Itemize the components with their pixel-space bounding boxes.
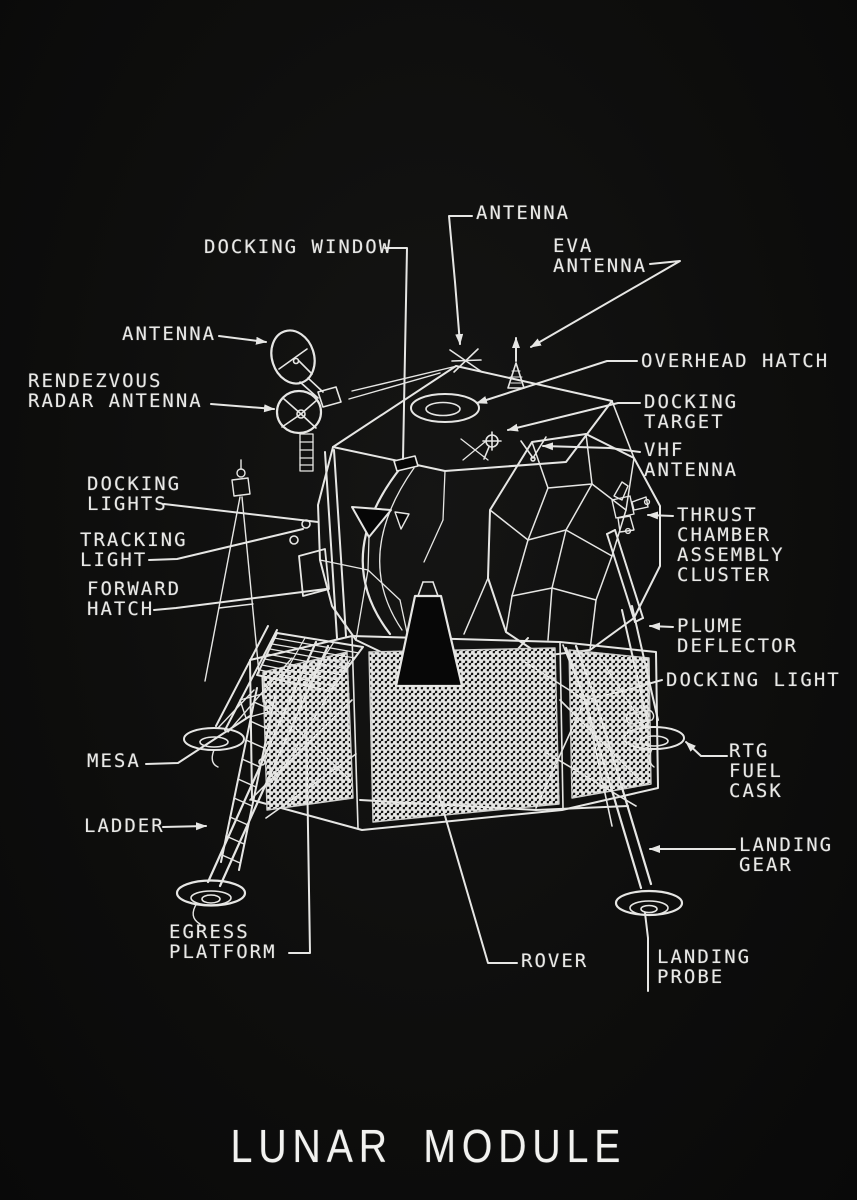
footpad-front-left [177,881,245,906]
triangular-window [352,507,391,537]
landing-gear-side-left [184,626,292,767]
leader-rtg-fuel-cask [686,742,727,756]
leader-docking-window [385,248,407,459]
footpad-front-right [616,891,682,915]
leader-overhead-hatch [477,361,637,403]
leader-forward-hatch [154,589,326,610]
leader-antenna-left [219,336,266,345]
tracking-light-fixture [290,536,298,544]
right-truss [360,645,628,826]
label-rover: ROVER [521,950,589,972]
label-vhf-antenna: VHF ANTENNA [644,439,739,481]
leader-docking-target [508,403,640,432]
rcs-thruster-cluster [612,482,649,533]
s-band-antenna [265,325,341,407]
leader-tracking-light [149,529,303,560]
label-thrust-chamber: THRUST CHAMBER ASSEMBLY CLUSTER [677,504,785,586]
leader-thrust-chamber [648,511,673,520]
leader-ladder [163,822,206,831]
label-mesa: MESA [87,750,141,772]
label-docking-window: DOCKING WINDOW [204,236,393,258]
docking-window-pane [394,456,418,471]
leader-vhf-antenna [543,442,640,452]
label-antenna-left: ANTENNA [122,323,217,345]
top-antenna-device [450,349,482,372]
leader-landing-probe [645,913,648,991]
footpad-side-right [624,727,684,749]
left-tripod-mast [205,460,259,681]
leader-antenna-top [449,216,472,344]
label-docking-light: DOCKING LIGHT [666,669,841,691]
label-overhead-hatch: OVERHEAD HATCH [641,350,830,372]
leader-plume-deflector [650,622,673,631]
label-plume-deflector: PLUME DEFLECTOR [677,615,798,657]
label-landing-gear: LANDING GEAR [739,834,834,876]
landing-gear-side-right [600,606,684,767]
ascent-stage-faceted-tank [464,434,660,656]
upper-rcs-quad [461,439,488,460]
docking-target-device [483,432,501,459]
label-docking-target: DOCKING TARGET [644,391,739,433]
descent-quad-right [569,650,651,798]
label-docking-lights: DOCKING LIGHTS [87,473,182,515]
forward-hatch-door [299,549,329,596]
leader-lines [146,216,735,991]
ascent-stage-top-deck [333,366,634,471]
label-tracking-light: TRACKING LIGHT [80,529,188,571]
leader-docking-lights [164,504,318,522]
overhead-hatch-ring [411,394,479,422]
leader-rendezvous [211,404,274,413]
eva-antenna-device [508,337,524,388]
label-rendezvous-radar: RENDEZVOUS RADAR ANTENNA [28,370,203,412]
leader-docking-light [616,680,662,693]
plume-deflector-blade [607,530,643,622]
label-ladder: LADDER [84,815,165,837]
descent-quad-center [369,648,559,822]
poster-title: LUNAR MODULE [230,1120,627,1172]
leader-mesa [146,716,250,764]
landing-gear-front-right [545,646,682,915]
overhead-hatch-inner [426,403,460,416]
label-eva-antenna: EVA ANTENNA [553,235,648,277]
label-egress-platform: EGRESS PLATFORM [169,921,277,963]
leader-eva-antenna [531,261,680,347]
label-landing-probe: LANDING PROBE [657,946,752,988]
rtg-fuel-cask-device [626,710,653,724]
descent-engine-bell [396,582,462,686]
ladder-rails [221,688,275,870]
label-forward-hatch: FORWARD HATCH [87,578,182,620]
label-antenna-top: ANTENNA [476,202,571,224]
landing-gear-front-left [177,642,356,924]
leader-rover [438,792,517,963]
leader-egress-platform [289,704,310,953]
label-rtg-fuel-cask: RTG FUEL CASK [729,740,783,802]
